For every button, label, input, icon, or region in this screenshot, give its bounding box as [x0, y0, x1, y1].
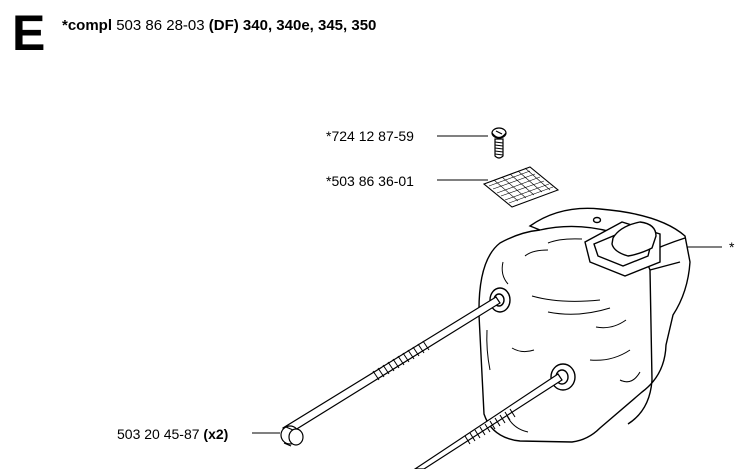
- assembly-header: *compl 503 86 28-03 (DF) 340, 340e, 345,…: [62, 17, 376, 34]
- muffler-part: [478, 207, 691, 443]
- section-letter: E: [12, 5, 46, 61]
- screw-part: [491, 127, 507, 159]
- upper-bolt: [280, 296, 501, 447]
- compl-label: *compl: [62, 17, 113, 34]
- screen-part: [482, 166, 560, 208]
- screw-callout: *724 12 87-59: [326, 128, 414, 144]
- assembly-part-number: 503 86 28-03: [116, 17, 205, 34]
- muffler-callout: *: [729, 239, 735, 255]
- bolt-callout: 503 20 45-87 (x2): [117, 427, 228, 441]
- screen-callout: *503 86 36-01: [326, 173, 414, 189]
- bolt-part-number: 503 20 45-87: [117, 426, 200, 442]
- lower-bolt: [413, 373, 563, 469]
- bolt-quantity: (x2): [203, 426, 229, 442]
- model-list: (DF) 340, 340e, 345, 350: [208, 17, 377, 34]
